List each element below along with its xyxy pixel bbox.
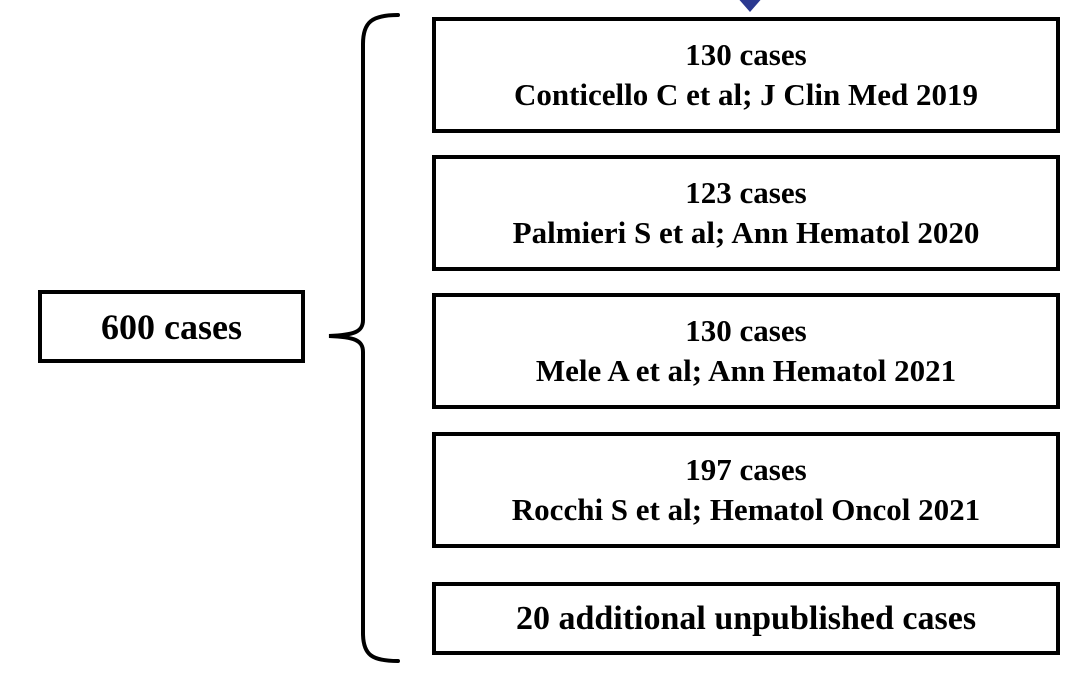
down-arrow-icon <box>739 0 761 12</box>
citation: Conticello C et al; J Clin Med 2019 <box>513 77 979 112</box>
total-cases-label: 600 cases <box>101 306 242 347</box>
citation: Palmieri S et al; Ann Hematol 2020 <box>512 215 980 250</box>
curly-brace <box>328 13 400 663</box>
citation: Mele A et al; Ann Hematol 2021 <box>535 353 957 388</box>
case-count: 123 cases <box>685 175 807 210</box>
study-box-mele: 130 cases Mele A et al; Ann Hematol 2021 <box>432 293 1060 409</box>
study-box-rocchi: 197 cases Rocchi S et al; Hematol Oncol … <box>432 432 1060 548</box>
case-count: 130 cases <box>685 37 807 72</box>
study-box-palmieri: 123 cases Palmieri S et al; Ann Hematol … <box>432 155 1060 271</box>
case-count: 197 cases <box>685 452 807 487</box>
case-count: 20 additional unpublished cases <box>515 599 977 637</box>
case-count: 130 cases <box>685 313 807 348</box>
study-box-unpublished: 20 additional unpublished cases <box>432 582 1060 655</box>
study-box-conticello: 130 cases Conticello C et al; J Clin Med… <box>432 17 1060 133</box>
citation: Rocchi S et al; Hematol Oncol 2021 <box>511 492 981 527</box>
total-cases-box: 600 cases <box>38 290 305 363</box>
